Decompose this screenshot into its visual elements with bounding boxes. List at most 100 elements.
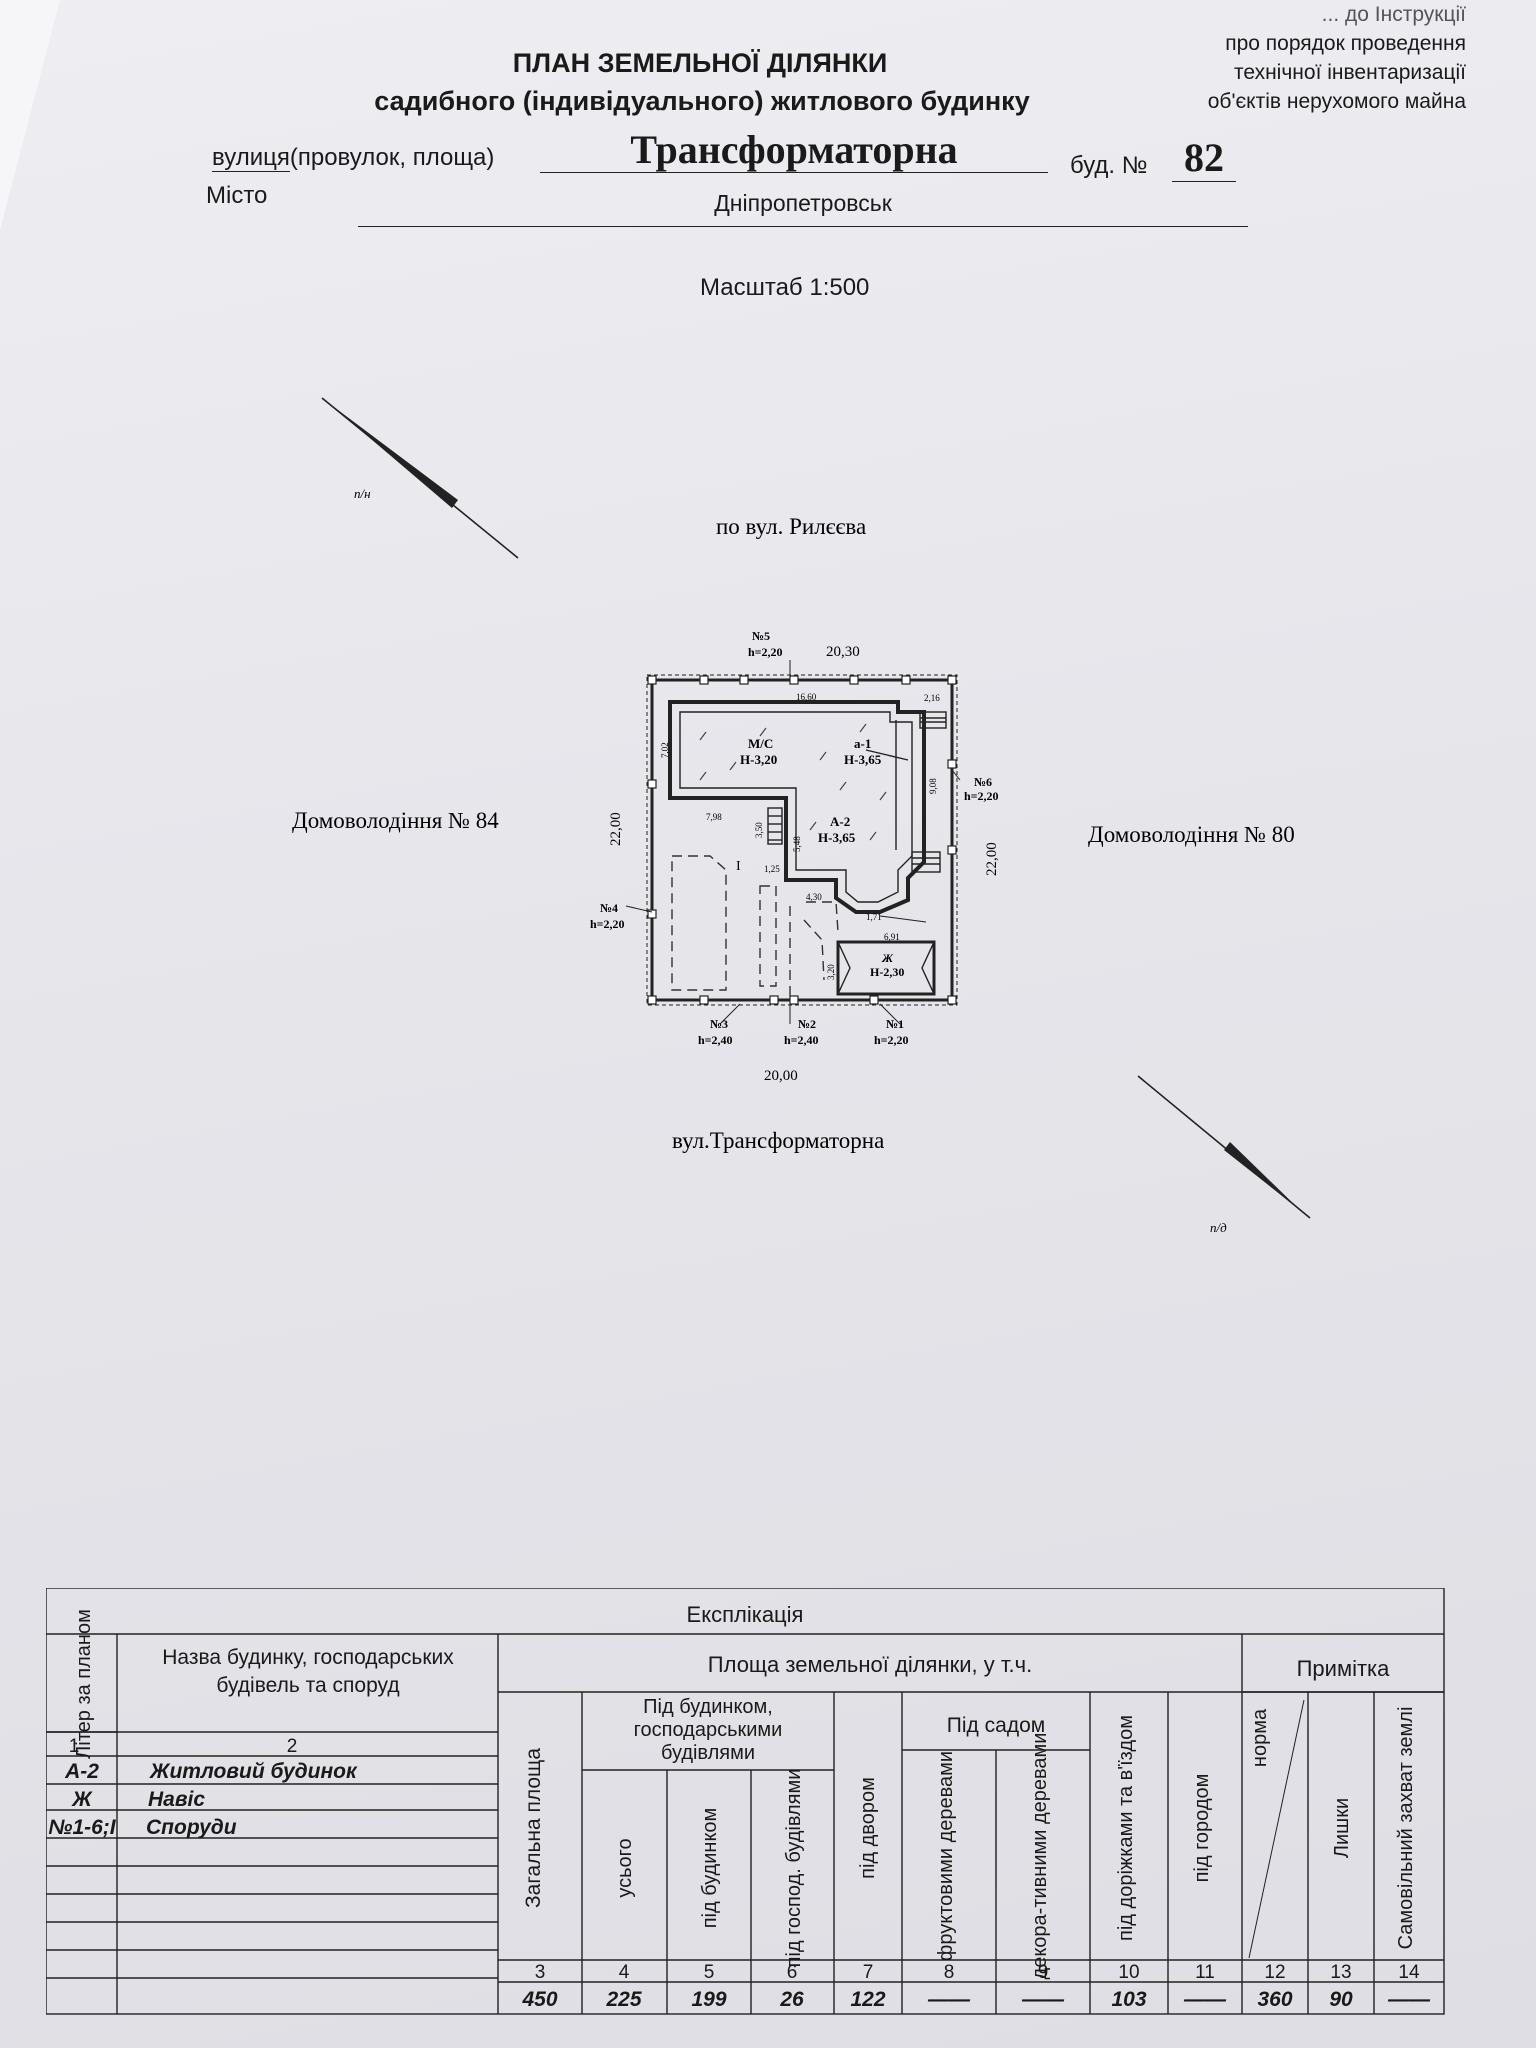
yard-label: I [736,859,741,874]
total-cell: —— [1387,1988,1431,2011]
col-number: 2 [287,1736,298,1757]
street-underline [540,172,1048,173]
point-3-h: h=2,40 [698,1033,733,1047]
north-arrow [321,397,519,559]
col-number: 12 [1264,1962,1285,1983]
inner-dim: 3,20 [826,964,836,980]
col-number: 13 [1330,1962,1351,1983]
total-cell: 26 [779,1988,804,2011]
inner-dimensions: 16,60 2,16 7,02 9,08 7,98 3,50 5,48 1,25… [660,692,940,980]
col-seizure-header: Самовільний захват землі [1395,1707,1417,1950]
south-arrow [1137,1075,1311,1219]
col-decor-header: декора-тивними деревами [1029,1733,1051,1980]
room-a1-code: а-1 [854,736,871,751]
row-name: Житловий будинок [149,1760,358,1783]
room-a1-height: Н-3,65 [844,752,882,767]
col-surplus-header: Лишки [1331,1798,1353,1858]
room-zh-height: Н-2,30 [870,965,904,979]
building-number: 82 [1172,134,1236,182]
column-numbers: 1 2 3 4 5 6 7 8 9 10 11 12 13 14 [69,1736,1420,1983]
room-zh-code: Ж [881,951,894,965]
inner-dim: 3,50 [754,822,764,838]
col-vegetable-header: під городом [1191,1774,1213,1883]
inner-dim: 1,25 [764,864,780,874]
point-2-h: h=2,40 [784,1033,819,1047]
instruction-ref-line0: ... до Інструкції [1321,3,1466,26]
building-label: буд. № [1070,152,1148,179]
dim-top: 20,30 [826,644,860,660]
street-label: вулиця(провулок, площа) [212,144,495,172]
room-ms-height: Н-3,20 [740,752,777,767]
point-3-no: №3 [710,1017,728,1031]
explication-title: Експлікація [687,1602,804,1627]
row-letter: №1-6;I [48,1816,116,1839]
inner-dim: 7,98 [706,812,722,822]
total-cell: 90 [1329,1988,1353,2011]
instruction-ref-line3: об'єктів нерухомого майна [1207,90,1466,113]
col-total-header: Загальна площа [522,1748,545,1908]
col-letter-header: Літер за планом [73,1609,95,1759]
instruction-ref-line2: технічної інвентаризації [1233,61,1466,84]
col-number: 5 [704,1962,715,1983]
folded-corner [0,0,60,230]
site-plan: п/н п/д по вул. Рилєєва вул.Трансформато… [292,397,1311,1235]
dashed-outbuildings [671,855,839,1000]
table-grid [46,1588,1445,2015]
inner-dim: 2,16 [924,693,940,703]
point-6-h: h=2,20 [964,789,999,803]
south-label: п/д [1210,1220,1227,1235]
total-cell: 225 [605,1988,641,2011]
top-street-label: по вул. Рилєєва [716,514,866,539]
col-name-header: Назва будинку, господарських будівель та… [162,1646,454,1697]
explication-table: Експлікація Літер за планом Назва будинк… [46,1588,1445,2015]
inner-dim: 4,30 [806,892,822,902]
point-5-h: h=2,20 [748,645,783,659]
col-number: 14 [1398,1962,1420,1983]
row-letter: А-2 [64,1760,99,1783]
house-inner-lines [679,711,947,903]
house-hatching [699,723,887,841]
left-neighbor-label: Домоволодіння № 84 [292,808,499,833]
dim-left: 22,00 [608,812,624,846]
point-5-no: №5 [752,629,770,643]
point-4-no: №4 [600,901,618,915]
col-garden-group-header: Під садом [947,1714,1045,1737]
col-number: 8 [944,1962,955,1983]
room-a2-code: А-2 [830,814,850,829]
point-1-no: №1 [886,1017,904,1031]
total-cell: 360 [1257,1988,1292,2011]
col-yard-header: під двором [857,1777,879,1879]
col-number: 9 [1038,1962,1049,1983]
point-6-no: №6 [974,775,992,789]
col-norm-header: норма [1249,1708,1271,1767]
house-outline [668,700,926,914]
col-number: 10 [1118,1962,1139,1983]
inner-dim: 16,60 [796,692,817,702]
city-underline [358,226,1248,227]
row-letter: Ж [71,1788,93,1811]
total-cell: —— [927,1988,971,2011]
col-number: 3 [535,1962,546,1983]
inner-dim: 5,48 [792,836,802,852]
leader-lines [625,660,961,1025]
total-cell: 103 [1111,1988,1146,2011]
inner-dim: 9,08 [928,778,938,794]
inner-dim: 1,71 [866,912,882,922]
totals-row: 450 225 199 26 122 —— —— 103 —— 360 90 —… [521,1988,1431,2011]
room-a2-height: Н-3,65 [818,830,856,845]
col-number: 1 [69,1736,80,1757]
col-number: 4 [619,1962,630,1983]
total-cell: —— [1021,1988,1065,2011]
col-number: 6 [787,1962,798,1983]
total-cell: 199 [691,1988,726,2011]
document-title: ПЛАН ЗЕМЕЛЬНОЇ ДІЛЯНКИ [512,48,888,78]
col-number: 7 [863,1962,874,1983]
col-paths-header: під доріжками та в'їздом [1115,1715,1137,1941]
lot-boundary [646,674,958,1006]
col-all-header: усього [614,1838,636,1897]
point-1-h: h=2,20 [874,1033,909,1047]
col-number: 11 [1195,1962,1215,1983]
total-cell: 122 [850,1988,885,2011]
total-cell: 450 [521,1988,557,2011]
